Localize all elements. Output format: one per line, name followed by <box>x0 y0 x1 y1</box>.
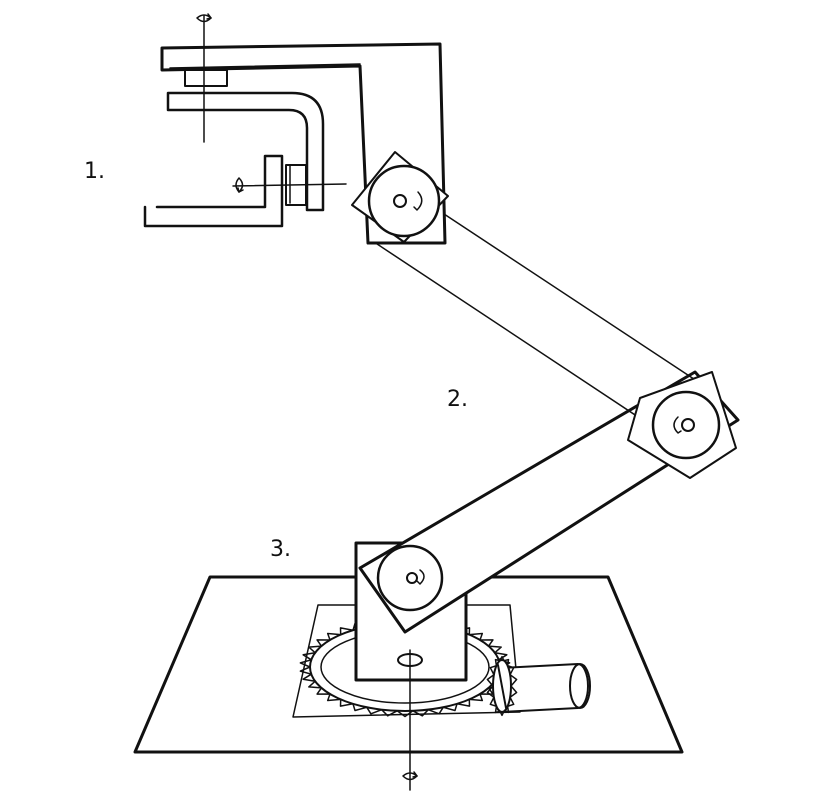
label-arm: 2. <box>447 387 468 412</box>
joint-2 <box>651 390 721 460</box>
motor <box>499 663 591 713</box>
joint-1 <box>367 164 441 238</box>
gripper-horizontal-axis <box>232 177 347 193</box>
gripper-vertical-axis <box>196 13 212 143</box>
base-rotation-axis <box>402 649 418 791</box>
label-base: 3. <box>270 537 291 562</box>
joint-3 <box>376 544 444 612</box>
gripper <box>143 69 325 228</box>
label-gripper: 1. <box>84 159 105 184</box>
pinion-gear <box>486 655 518 717</box>
